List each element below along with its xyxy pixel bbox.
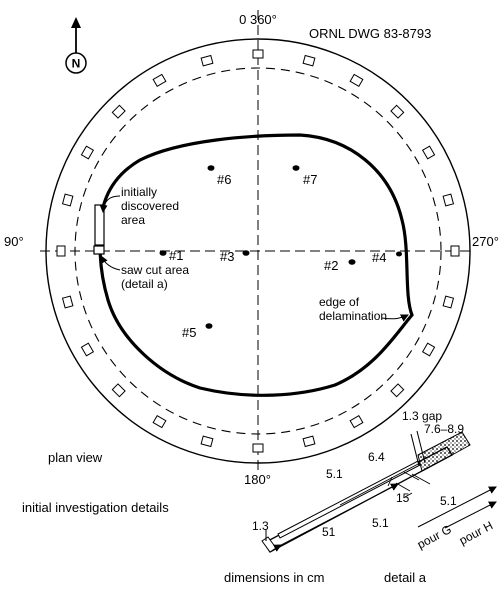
point-2-label: #2: [324, 258, 338, 273]
anchor-square: [302, 435, 316, 448]
dim-gap: 1.3 gap: [402, 409, 442, 423]
point-2-dot: [348, 259, 356, 265]
saw-cut-marker: [93, 245, 105, 255]
point-6-label: #6: [217, 172, 231, 187]
pour-g-label: pour G: [415, 522, 454, 552]
anchor-square: [252, 443, 264, 453]
anchor-square: [349, 73, 364, 88]
edge-line2: delamination: [319, 309, 387, 323]
detail-a-section: [261, 430, 497, 553]
dim-5-1-right: 5.1: [440, 494, 457, 508]
initial-area-line3: area: [121, 213, 145, 227]
initial-area-line1: initially: [121, 185, 157, 199]
point-4-label: #4: [372, 250, 386, 265]
anchor-square: [80, 145, 95, 160]
detail-caption: detail a: [384, 570, 427, 585]
point-5-label: #5: [182, 325, 196, 340]
point-3-dot: [242, 250, 250, 256]
point-4-dot: [396, 251, 402, 257]
dim-51: 51: [322, 525, 336, 539]
point-5-dot: [205, 323, 213, 329]
dim-6-4: 6.4: [368, 450, 385, 464]
angle-right-label: 270°: [472, 234, 499, 249]
dim-15: 15: [396, 491, 410, 505]
point-1-label: #1: [169, 248, 183, 263]
saw-cut-line1: saw cut area: [121, 263, 189, 277]
saw-cut-line2: (detail a): [121, 277, 168, 291]
anchor-square: [80, 342, 95, 357]
anchor-square: [152, 73, 167, 88]
angle-left-label: 90°: [4, 234, 24, 249]
anchor-square: [349, 414, 364, 429]
initial-area-line2: discovered: [121, 199, 179, 213]
anchor-square: [200, 435, 214, 448]
drawing-number: ORNL DWG 83-8793: [309, 26, 431, 41]
anchor-square: [152, 414, 167, 429]
sample-points: #1 #2 #3 #4 #5 #6 #7: [159, 165, 402, 340]
angle-bottom-label: 180°: [244, 472, 271, 487]
north-arrow: N: [65, 17, 87, 74]
anchor-square: [421, 342, 436, 357]
dim-1-3: 1.3: [252, 519, 269, 533]
anchor-square: [442, 295, 455, 309]
anchor-square: [111, 383, 126, 398]
initial-area-leader: [99, 195, 121, 213]
anchor-square: [61, 193, 74, 207]
anchor-square: [61, 295, 74, 309]
anchor-square: [421, 145, 436, 160]
dim-range: 7.6–8.9: [424, 422, 464, 436]
investigation-caption: initial investigation details: [22, 500, 169, 515]
edge-leader: [381, 314, 409, 322]
anchor-square: [111, 104, 126, 119]
point-7-label: #7: [303, 172, 317, 187]
anchor-squares: [56, 49, 460, 453]
dim-5-1-mid: 5.1: [372, 516, 389, 530]
anchor-square: [450, 245, 460, 257]
north-label: N: [72, 57, 81, 71]
plan-view-caption: plan view: [48, 450, 103, 465]
pour-h-label: pour H: [457, 518, 495, 547]
point-3-label: #3: [220, 249, 234, 264]
saw-cut-leader: [100, 255, 121, 271]
edge-line1: edge of: [319, 295, 360, 309]
anchor-square: [390, 383, 405, 398]
anchor-square: [56, 245, 66, 257]
point-1-dot: [159, 250, 167, 256]
anchor-square: [302, 54, 316, 67]
anchor-square: [200, 54, 214, 67]
delamination-edge: [98, 133, 414, 397]
discovered-area-marker: [94, 204, 105, 246]
point-7-dot: [292, 165, 300, 171]
anchor-square: [252, 49, 264, 59]
dim-5-1-upper: 5.1: [326, 467, 343, 481]
dimensions-caption: dimensions in cm: [224, 570, 324, 585]
anchor-square: [390, 104, 405, 119]
point-6-dot: [207, 165, 215, 171]
anchor-square: [442, 193, 455, 207]
